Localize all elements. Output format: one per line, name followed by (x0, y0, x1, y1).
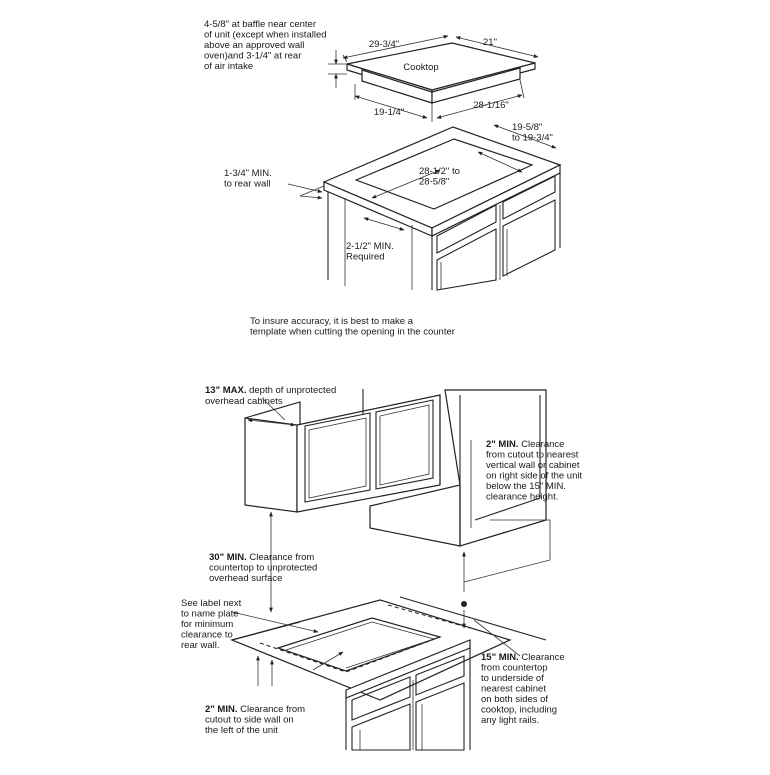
text-line: 1-3/4" MIN. (224, 168, 272, 179)
text-line: 4-5/8" at baffle near center (204, 19, 316, 30)
min2-right-label: 2" MIN. Clearance from cutout to nearest… (486, 439, 585, 503)
text-line: of unit (except when installed (204, 30, 327, 41)
text-line: To insure accuracy, it is best to make a (250, 316, 414, 327)
counter-cabinet-drawing (322, 126, 562, 291)
text-line: See label next (181, 598, 242, 609)
text-line: of air intake (204, 61, 253, 72)
text-line: clearance to (181, 630, 233, 641)
text-line: template when cutting the opening in the… (250, 327, 455, 338)
text-line: for minimum (181, 619, 233, 630)
template-note: To insure accuracy, it is best to make a… (250, 316, 455, 338)
clearance-dimension-lines (231, 397, 551, 686)
text-line: Required (346, 252, 385, 263)
text-line: 28-1/2" to (419, 166, 460, 177)
dim-19-1-4: 19-1/4" (374, 107, 404, 118)
max13-label: 13" MAX. depth of unprotected overhead c… (205, 385, 339, 407)
text-line: to rear wall (224, 179, 270, 190)
counter-dimension-lines (287, 124, 557, 231)
cooktop-label: Cooktop (403, 62, 438, 73)
text-line: 28-5/8" (419, 177, 449, 188)
text-line: to name plate (181, 609, 239, 620)
text-line: to 19-3/4" (512, 133, 553, 144)
dim-2-1-2: 2-1/2" MIN.Required (346, 241, 394, 263)
dim-21: 21" (483, 37, 497, 48)
text-line: rear wall. (181, 640, 220, 651)
cooktop-dimension-lines (328, 35, 539, 122)
text-line: oven)and 3-1/4" at rear (204, 51, 301, 62)
dim-1-3-4: 1-3/4" MIN.to rear wall (224, 168, 272, 190)
dim-19-5-8: 19-5/8"to 19-3/4" (512, 122, 553, 144)
min15-label: 15" MIN. Clearance from countertop to un… (481, 652, 567, 726)
min30-label: 30" MIN. Clearance from countertop to un… (209, 552, 320, 584)
dim-28-1-16: 28-1/16" (473, 100, 509, 111)
min2-left-label: 2" MIN. Clearance from cutout to side wa… (205, 704, 308, 736)
text-line: above an approved wall (204, 40, 304, 51)
dim-29-3-4: 29-3/4" (369, 39, 399, 50)
cooktop-drawing (346, 42, 536, 104)
clearance-drawing (230, 389, 547, 751)
text-line: 2-1/2" MIN. (346, 241, 394, 252)
text-line: 19-5/8" (512, 122, 542, 133)
